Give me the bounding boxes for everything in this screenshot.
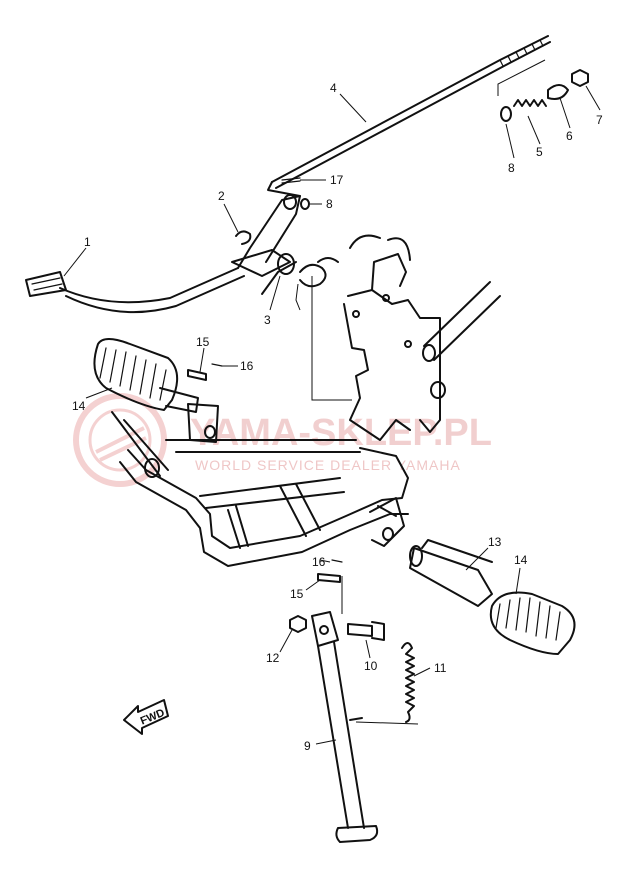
cotter-pin bbox=[281, 177, 301, 184]
part-label-11: 11 bbox=[434, 661, 447, 675]
part-label-10: 10 bbox=[364, 659, 378, 673]
watermark-subtitle: WORLD SERVICE DEALER YAMAHA bbox=[195, 457, 461, 473]
part-label-15-left: 15 bbox=[196, 335, 210, 349]
part-label-9: 9 bbox=[304, 739, 311, 753]
pivot-nut bbox=[289, 615, 307, 633]
frame bbox=[111, 234, 501, 567]
watermark: YAMA-SKLEP.PL WORLD SERVICE DEALER YAMAH… bbox=[73, 393, 492, 487]
part-label-17: 17 bbox=[330, 173, 344, 187]
watermark-logo bbox=[73, 393, 167, 487]
brake-pedal bbox=[25, 194, 301, 314]
part-label-8-rod: 8 bbox=[508, 161, 515, 175]
left-footrest bbox=[93, 338, 199, 413]
sidestand-spring bbox=[401, 642, 415, 723]
left-footrest-pin bbox=[187, 369, 207, 381]
part-label-14-left: 14 bbox=[72, 399, 86, 413]
fwd-direction-marker: FWD bbox=[123, 699, 169, 735]
return-spring-hook bbox=[317, 257, 339, 263]
part-label-4: 4 bbox=[330, 81, 337, 95]
part-labels: 1 2 3 4 5 6 7 8 8 9 10 11 12 13 14 14 15… bbox=[72, 81, 603, 753]
left-cotter-pin bbox=[211, 363, 223, 367]
part-label-2: 2 bbox=[218, 189, 225, 203]
watermark-title: YAMA-SKLEP.PL bbox=[190, 412, 492, 454]
clip bbox=[235, 230, 252, 245]
return-spring bbox=[261, 261, 327, 295]
right-cotter-pin bbox=[331, 559, 343, 563]
part-label-3: 3 bbox=[264, 313, 271, 327]
part-label-5: 5 bbox=[536, 145, 543, 159]
washer bbox=[300, 198, 310, 210]
rod-end-hardware bbox=[497, 59, 589, 122]
part-label-13: 13 bbox=[488, 535, 502, 549]
part-label-8-pedal: 8 bbox=[326, 197, 333, 211]
part-label-7: 7 bbox=[596, 113, 603, 127]
spring-link bbox=[355, 721, 419, 725]
part-label-12: 12 bbox=[266, 651, 280, 665]
right-footrest bbox=[409, 539, 576, 655]
sidestand bbox=[311, 611, 379, 843]
part-label-6: 6 bbox=[566, 129, 573, 143]
right-footrest-pin bbox=[317, 573, 341, 583]
part-label-16-left: 16 bbox=[240, 359, 254, 373]
leader-lines bbox=[63, 85, 601, 745]
brake-rod bbox=[267, 35, 551, 197]
part-label-14-right: 14 bbox=[514, 553, 528, 567]
pivot-bolt bbox=[347, 621, 385, 641]
part-label-16-right: 16 bbox=[312, 555, 326, 569]
part-label-1: 1 bbox=[84, 235, 91, 249]
part-label-15-right: 15 bbox=[290, 587, 304, 601]
